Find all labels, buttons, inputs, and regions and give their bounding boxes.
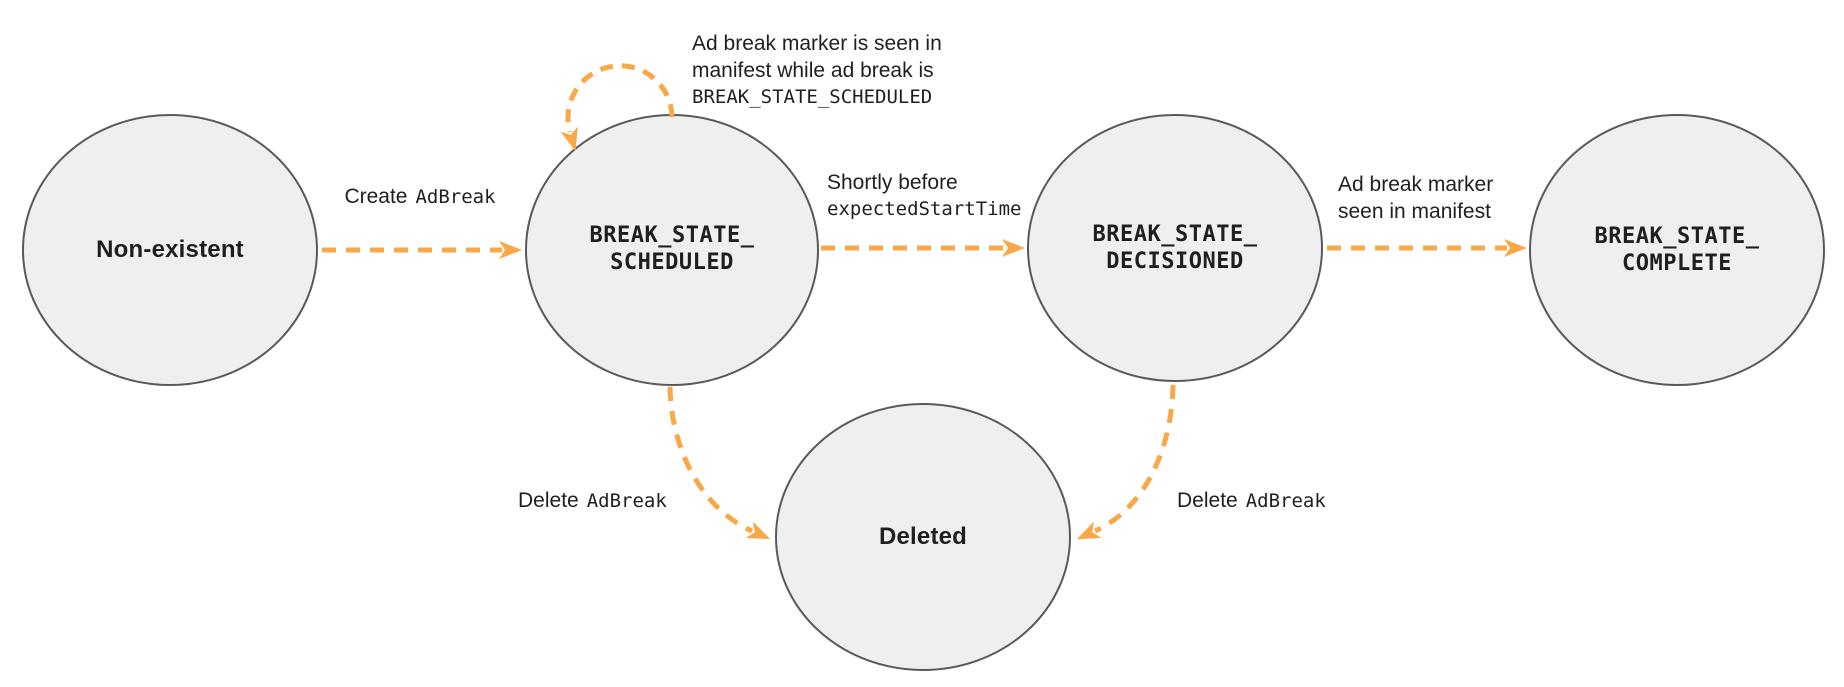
edge-label-text: manifest while ad break is bbox=[692, 59, 934, 82]
state-circle-break-state-complete bbox=[1529, 114, 1825, 386]
edge-label-code: BREAK_STATE_SCHEDULED bbox=[692, 86, 933, 108]
edge-label-marker-seen: Ad break marker seen in manifest bbox=[1338, 171, 1493, 225]
edge-label-code: AdBreak bbox=[1245, 490, 1326, 512]
edge-label-shortly-before: Shortly before expectedStartTime bbox=[827, 169, 1021, 223]
state-label-line: BREAK_STATE_ bbox=[1092, 222, 1258, 247]
state-label-line: COMPLETE bbox=[1622, 251, 1732, 276]
edge-label-delete-adbreak-left: Delete AdBreak bbox=[518, 487, 667, 515]
edge-label-text: seen in manifest bbox=[1338, 200, 1491, 223]
state-label-break-state-complete: BREAK_STATE_ COMPLETE bbox=[1595, 223, 1760, 277]
edge-self-loop-arrow bbox=[560, 63, 675, 152]
state-label-break-state-decisioned: BREAK_STATE_ DECISIONED bbox=[1093, 221, 1258, 275]
edge-label-code: expectedStartTime bbox=[827, 198, 1022, 220]
state-circle-deleted bbox=[775, 403, 1071, 671]
edge-label-text: Delete bbox=[1177, 489, 1238, 512]
state-circle-non-existent bbox=[22, 114, 318, 386]
edge-label-delete-adbreak-right: Delete AdBreak bbox=[1177, 487, 1326, 515]
edge-label-text: Ad break marker is seen in bbox=[692, 32, 942, 55]
edge-label-text: Ad break marker bbox=[1338, 173, 1494, 196]
edge-label-code: AdBreak bbox=[415, 186, 496, 208]
state-label-deleted: Deleted bbox=[878, 523, 968, 550]
state-label-break-state-scheduled: BREAK_STATE_ SCHEDULED bbox=[590, 222, 755, 276]
state-label-line: DECISIONED bbox=[1106, 249, 1244, 274]
edge-label-code: AdBreak bbox=[586, 490, 667, 512]
state-label-non-existent: Non-existent bbox=[96, 236, 244, 263]
state-label-line: BREAK_STATE_ bbox=[589, 223, 755, 248]
edge-label-self-loop: Ad break marker is seen in manifest whil… bbox=[692, 30, 942, 111]
state-label-line: BREAK_STATE_ bbox=[1594, 224, 1760, 249]
edge-label-text: Shortly before bbox=[827, 171, 958, 194]
edge-label-text: Create bbox=[344, 185, 408, 208]
state-label-line: SCHEDULED bbox=[610, 250, 734, 275]
edge-delete-right-arrow bbox=[1076, 384, 1176, 540]
edge-label-create-adbreak: Create AdBreak bbox=[344, 183, 495, 211]
edge-delete-left-arrow bbox=[667, 386, 771, 540]
edge-label-text: Delete bbox=[518, 489, 579, 512]
state-circle-break-state-decisioned bbox=[1027, 114, 1323, 382]
